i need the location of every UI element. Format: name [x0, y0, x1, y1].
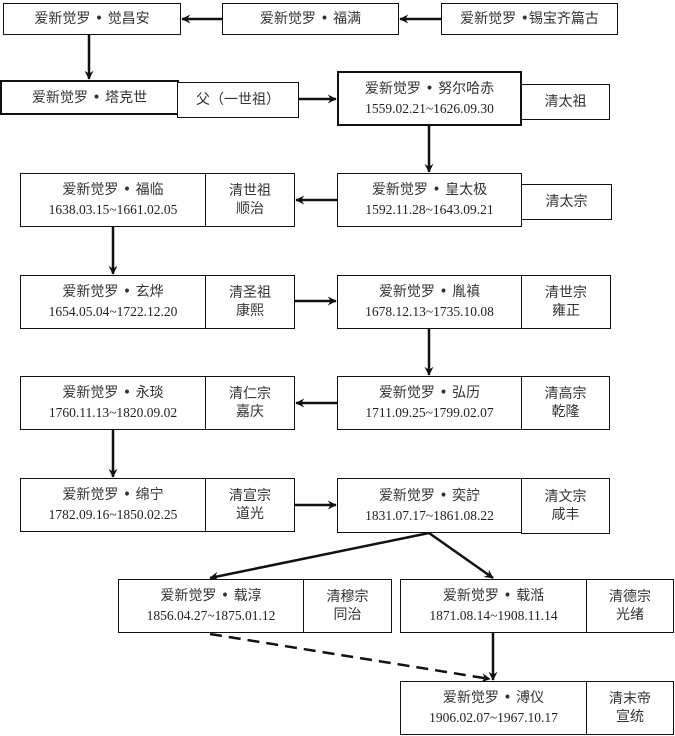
node-fulin: 爱新觉罗 • 福临 1638.03.15~1661.02.05 — [20, 173, 206, 227]
node-title: 清穆宗 — [326, 589, 369, 605]
node-dates: 1638.03.15~1661.02.05 — [48, 202, 178, 217]
node-era: 嘉庆 — [236, 404, 264, 420]
node-dates: 1678.12.13~1735.10.08 — [365, 304, 494, 319]
node-era: 光绪 — [616, 607, 644, 623]
node-title: 清仁宗 — [229, 386, 271, 402]
node-juechangan: 爱新觉罗 • 觉昌安 — [3, 3, 181, 35]
node-zaichun-title: 清穆宗 同治 — [303, 579, 392, 633]
node-era: 雍正 — [552, 303, 580, 319]
node-dates: 1831.07.17~1861.08.22 — [365, 507, 494, 523]
node-title: 清文宗 — [544, 489, 587, 505]
node-title: 清高宗 — [544, 386, 587, 402]
node-huangtaiji-title: 清太宗 — [521, 184, 612, 220]
node-name: 爱新觉罗 • 奕詝 — [378, 487, 481, 504]
node-dates: 1559.02.21~1626.09.30 — [365, 100, 494, 116]
edge-yizhu-zaichun — [209, 531, 430, 581]
node-name: 爱新觉罗 • 福临 — [62, 182, 164, 198]
node-title: 清宣宗 — [229, 488, 271, 504]
node-dates: 1711.09.25~1799.02.07 — [365, 405, 494, 420]
node-yinzhen-title: 清世宗 雍正 — [521, 275, 611, 329]
node-fulin-title: 清世祖 顺治 — [205, 173, 295, 227]
node-zaitian: 爱新觉罗 • 载湉 1871.08.14~1908.11.14 — [400, 579, 587, 633]
node-name: 爱新觉罗 • 胤禛 — [378, 284, 481, 300]
node-nurhaci-title: 清太祖 — [521, 84, 610, 120]
node-era: 宣统 — [616, 709, 644, 725]
node-zaichun: 爱新觉罗 • 载淳 1856.04.27~1875.01.12 — [118, 579, 304, 633]
node-nurhaci: 爱新觉罗 • 努尔哈赤 1559.02.21~1626.09.30 — [337, 71, 522, 126]
node-mianning: 爱新觉罗 • 绵宁 1782.09.16~1850.02.25 — [20, 478, 206, 532]
node-title: 清圣祖 — [229, 285, 271, 301]
node-era: 乾隆 — [551, 404, 580, 420]
node-title: 清世宗 — [545, 285, 587, 301]
node-name: 爱新觉罗 • 弘历 — [378, 385, 481, 401]
node-name: 爱新觉罗 • 努尔哈赤 — [364, 80, 495, 97]
edge-yizhu-zaitian — [428, 531, 494, 580]
node-xibaoqi: 爱新觉罗 •锡宝齐篇古 — [441, 3, 618, 35]
node-title: 清末帝 — [609, 691, 651, 707]
node-yizhu-title: 清文宗 咸丰 — [521, 478, 610, 534]
node-name: 爱新觉罗 • 溥仪 — [442, 690, 545, 706]
node-puyi-title: 清末帝 宣统 — [586, 681, 674, 735]
node-dates: 1760.11.13~1820.09.02 — [48, 405, 178, 420]
node-title: 清德宗 — [609, 589, 651, 605]
node-name: 爱新觉罗 • 皇太极 — [371, 182, 488, 198]
node-name: 爱新觉罗 •锡宝齐篇古 — [460, 11, 599, 27]
node-takeshi: 爱新觉罗 • 塔克世 — [0, 80, 179, 115]
node-dates: 1592.11.28~1643.09.21 — [365, 202, 494, 217]
node-name: 爱新觉罗 • 载湉 — [442, 588, 545, 604]
node-title: 清太祖 — [544, 94, 587, 110]
node-dates: 1654.05.04~1722.12.20 — [48, 304, 178, 319]
node-note: 父（一世祖） — [196, 92, 280, 108]
node-name: 爱新觉罗 • 载淳 — [160, 588, 262, 604]
node-name: 爱新觉罗 • 玄烨 — [62, 284, 164, 300]
node-yongyan-title: 清仁宗 嘉庆 — [205, 376, 295, 430]
node-xuanye-title: 清圣祖 康熙 — [205, 275, 295, 329]
node-dates: 1871.08.14~1908.11.14 — [429, 608, 558, 623]
node-puyi: 爱新觉罗 • 溥仪 1906.02.07~1967.10.17 — [400, 681, 587, 735]
node-era: 顺治 — [236, 201, 264, 217]
node-name: 爱新觉罗 • 塔克世 — [31, 89, 148, 106]
node-era: 康熙 — [236, 303, 264, 319]
node-title: 清世祖 — [229, 183, 271, 199]
node-yinzhen: 爱新觉罗 • 胤禛 1678.12.13~1735.10.08 — [337, 275, 522, 329]
node-mianning-title: 清宣宗 道光 — [205, 478, 295, 532]
node-takeshi-note: 父（一世祖） — [177, 82, 299, 118]
node-xuanye: 爱新觉罗 • 玄烨 1654.05.04~1722.12.20 — [20, 275, 206, 329]
node-fuman: 爱新觉罗 • 福满 — [222, 3, 399, 35]
node-hongli-title: 清高宗 乾隆 — [521, 376, 610, 430]
node-yongyan: 爱新觉罗 • 永琰 1760.11.13~1820.09.02 — [20, 376, 206, 430]
node-title: 清太宗 — [545, 194, 588, 210]
node-era: 同治 — [333, 607, 362, 623]
node-dates: 1856.04.27~1875.01.12 — [146, 608, 276, 623]
node-yizhu: 爱新觉罗 • 奕詝 1831.07.17~1861.08.22 — [337, 478, 522, 533]
node-era: 咸丰 — [551, 507, 580, 523]
node-era: 道光 — [236, 506, 264, 522]
node-dates: 1906.02.07~1967.10.17 — [429, 710, 558, 725]
node-name: 爱新觉罗 • 福满 — [259, 11, 362, 27]
node-dates: 1782.09.16~1850.02.25 — [48, 507, 178, 522]
node-name: 爱新觉罗 • 觉昌安 — [34, 11, 150, 27]
node-hongli: 爱新觉罗 • 弘历 1711.09.25~1799.02.07 — [337, 376, 522, 430]
node-name: 爱新觉罗 • 绵宁 — [62, 487, 164, 503]
node-zaitian-title: 清德宗 光绪 — [586, 579, 674, 633]
edge-zaichun-puyi-dashed — [209, 632, 491, 683]
node-name: 爱新觉罗 • 永琰 — [62, 385, 164, 401]
node-huangtaiji: 爱新觉罗 • 皇太极 1592.11.28~1643.09.21 — [337, 173, 522, 227]
